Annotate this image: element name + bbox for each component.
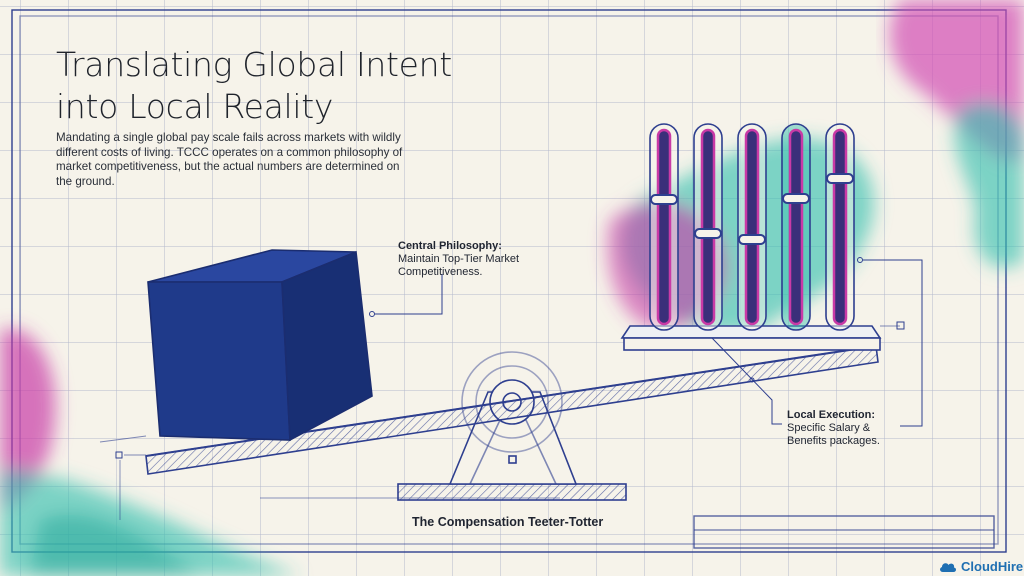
slider-4 (781, 123, 811, 331)
watercolor-left (0, 328, 300, 576)
slider-platform (620, 321, 905, 351)
slider-2 (693, 123, 723, 331)
slider-1 (649, 123, 679, 331)
title-line-2: into Local Reality (56, 87, 334, 126)
watercolor-top-right (889, 0, 1024, 268)
leader-lines (369, 257, 923, 427)
slider-3 (737, 123, 767, 331)
blueprint-frame (11, 9, 1007, 553)
callout-local-execution-body: Specific Salary & Benefits packages. (787, 422, 880, 447)
brand-logo-text: CloudHire (961, 558, 1024, 574)
callout-central-philosophy-heading: Central Philosophy: (398, 240, 502, 252)
title-line-1: Translating Global Intent (56, 45, 452, 84)
callout-local-execution: Local Execution: Specific Salary & Benef… (787, 409, 897, 448)
salary-sliders (649, 123, 855, 331)
description-text: Mandating a single global pay scale fail… (56, 131, 403, 188)
diagram-caption: The Compensation Teeter-Totter (412, 515, 604, 529)
fulcrum (397, 351, 627, 501)
cloud-icon (940, 563, 957, 572)
page-title: Translating Global Intent into Local Rea… (56, 44, 452, 128)
callout-local-execution-heading: Local Execution: (787, 409, 876, 421)
brand-logo: CloudHire (938, 556, 1023, 576)
slider-5 (825, 123, 855, 331)
callout-central-philosophy: Central Philosophy: Maintain Top-Tier Ma… (398, 240, 538, 279)
philosophy-cube (147, 249, 373, 442)
callout-central-philosophy-body: Maintain Top-Tier Market Competitiveness… (398, 253, 520, 278)
